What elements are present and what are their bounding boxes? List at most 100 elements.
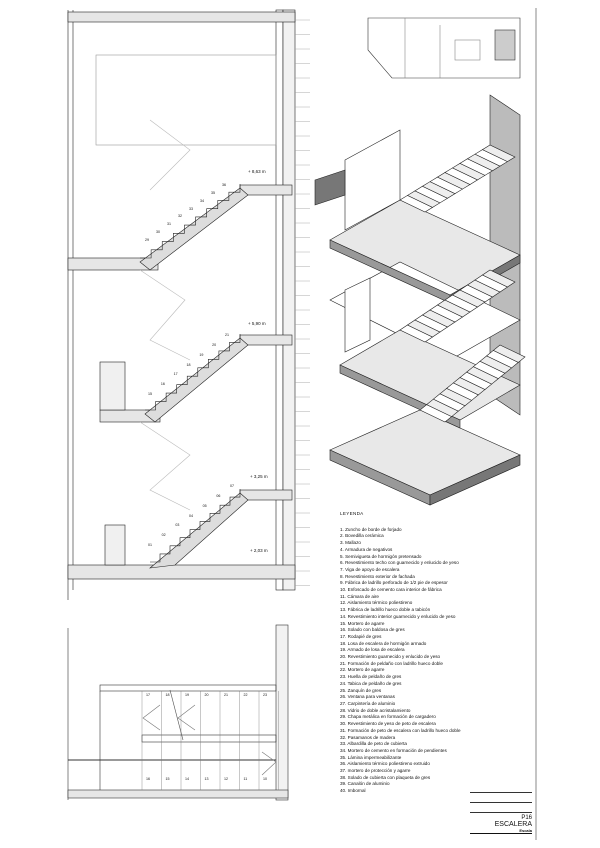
legend-item: 14. Revestimiento interior guarnecido y … [340,613,456,619]
legend-item: 26. Ventana para ventanas [340,694,395,700]
roof-slab [67,11,296,23]
legend-item: 30. Revestimiento de yeso de peto de esc… [340,721,436,727]
legend-item: 28. Vidrio de doble acristalamiento [340,707,411,713]
plan-step-number: 18 [165,693,170,697]
stair-steps-profile [150,489,241,563]
legend-item: 13. Fábrica de ladrillo hueco doble a ta… [340,607,431,613]
legend-item: 23. Huella de peldaño de gres [340,674,402,680]
annotation-leaders [295,19,310,586]
legend-item: 33. Albardilla de peto de cubierta [340,741,407,747]
step-number: 31 [167,222,171,227]
landing-slab-5 [239,489,293,501]
legend-item: 17. Rodapié de gres [340,633,382,639]
legend-item: 3. Mallazo [340,540,361,546]
plan-step-number: 19 [185,693,189,697]
stair-section [67,9,310,600]
step-number: 33 [189,206,193,211]
right-wall [275,9,284,591]
plan-step-number: 15 [165,777,170,781]
legend-item: 4. Armadura de negativos [340,546,393,552]
legend-item: 32. Pasamanos de madera [340,734,396,740]
stair-flight-middle [144,337,249,423]
stair-steps-profile [145,334,241,411]
background-flight-3 [149,119,191,191]
step-number: 29 [145,238,149,242]
legend-item: 7. Viga de apoyo de escalera [340,566,400,572]
legend-item: 29. Chapa metálica en formación de carga… [340,714,436,720]
stair-flight-upper [139,187,249,271]
plan-step-number: 16 [146,777,150,781]
sheet-number: P16 [521,815,532,821]
step-number: 02 [161,533,166,538]
legend-item: 34. Mortero de cemento en formación de p… [340,747,447,753]
stair-axonometric [314,94,526,506]
legend-item: 35. Lámina impermeabilizante [340,754,402,760]
brick-column [282,9,296,591]
legend-item: 19. Armado de losa de escalera [340,647,405,653]
plan-step-number: 10 [263,777,267,781]
landing-slab-4 [239,334,293,346]
legend-title: LEYENDA [340,511,364,516]
legend-item: 40. Imbornal [340,788,366,794]
legend-item: 31. Formación de peto de escalera con la… [340,727,461,733]
legend-item: 15. Mortero de agarre [340,620,385,626]
axo-step [492,344,526,363]
legend-item: 21. Formación de peldaño con ladrillo hu… [340,660,443,666]
stair-steps [140,184,241,563]
legend-item: 10. Enfoscado de cemento cara interior d… [340,587,442,593]
plan-step-number: 12 [224,777,228,781]
window-opening [95,54,277,146]
legend-item: 22. Mortero de agarre [340,667,385,673]
step-number: 20 [212,342,217,347]
scale-label: Escala [470,828,532,834]
legend-item: 38. Solado de cubierta con plaqueta de g… [340,774,431,780]
legend-item: 24. Tabica de peldaño de gres [340,680,402,686]
step-number: 16 [160,382,165,387]
legend-item: 37. mortero de protección y agarre [340,768,411,774]
step-number: 03 [175,523,180,528]
stair-steps-profile [140,184,241,259]
level-label: + 8,63 m [248,169,266,174]
legend-item: 16. Solado con baldosa de gres [340,627,405,633]
title-block: P16 ESCALERA Escala [470,787,532,834]
legend-item: 18. Losa de escalera de hormigón armado [340,640,427,646]
step-number: 05 [202,503,207,508]
level-label: + 2,03 m [250,548,268,553]
plan-step-number: 22 [243,693,248,697]
step-number: 21 [225,333,229,337]
plan-step-number: 13 [204,777,209,781]
step-number: 35 [211,190,215,195]
legend-item: 20. Revestimiento guarnecido y enlucido … [340,654,441,660]
legend-item: 12. Aislamiento térmico poliestireno [340,600,413,606]
level-label: + 3,25 m [250,474,268,479]
legend-item: 9. Fábrica de ladrillo perforado de 1/2 … [340,580,448,586]
legend-item: 1. Zuncho de borde de forjado [340,526,402,532]
background-flight-1 [139,269,191,361]
step-number: 36 [222,183,226,187]
step-number: 32 [178,214,182,219]
sheet-title: ESCALERA [494,821,532,828]
plan-step-number: 23 [263,693,267,697]
step-number: 06 [216,493,221,498]
plan-step-number: 21 [224,693,228,697]
step-number: 07 [230,484,234,488]
step-number: 04 [189,513,193,518]
legend-item: 8. Revestimiento exterior de fachada [340,573,415,579]
step-number: 30 [156,230,160,235]
plan-step-number: 14 [185,777,189,781]
background-flight-2 [139,421,191,511]
step-number: 19 [199,352,204,357]
legend-item: 11. Cámara de aire [340,593,379,599]
legend-item: 2. Bovedilla cerámica [340,533,384,539]
landing-slab-2 [239,184,293,196]
legend-item: 39. Canalón de aluminio [340,781,390,787]
legend-item: 36. Aislamiento térmico poliestireno ext… [340,761,430,767]
level-label: + 5,90 m [248,321,266,326]
window-block-2 [104,524,126,566]
step-number: 17 [173,372,178,377]
plan-step-number: 20 [204,693,209,697]
ground-slab [67,564,296,580]
stair-flight-lower [149,492,249,569]
